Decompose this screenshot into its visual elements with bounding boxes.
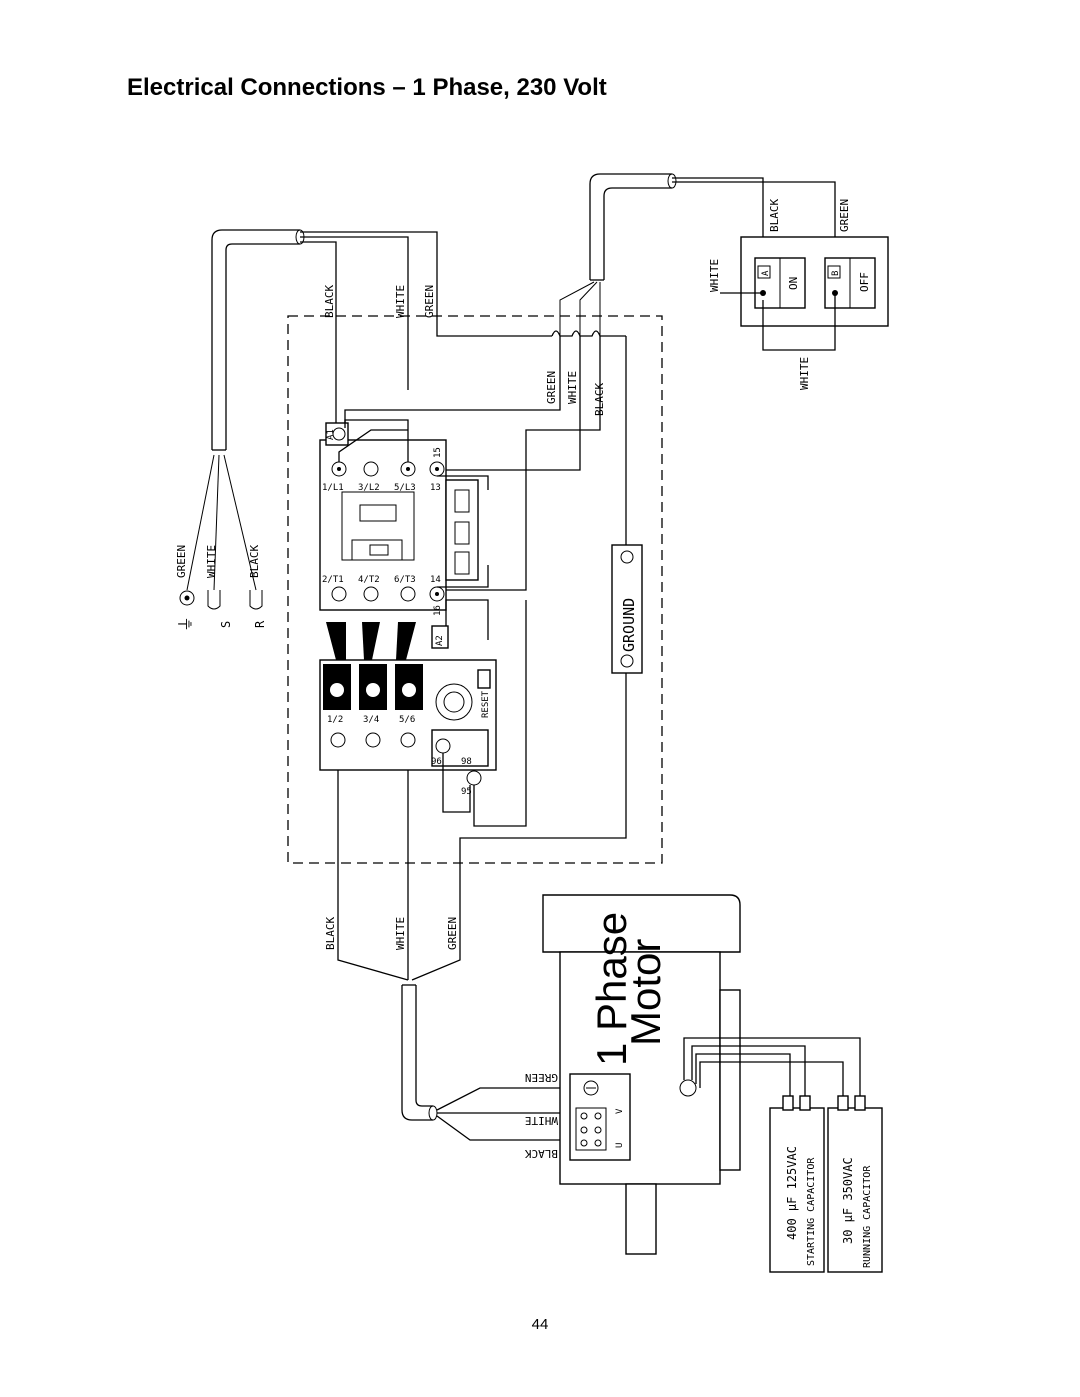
motor-title-line1: 1 Phase <box>588 912 635 1066</box>
page-title: Electrical Connections – 1 Phase, 230 Vo… <box>127 74 607 101</box>
switch-b-mark: B <box>831 271 841 276</box>
overload-reset-label: RESET <box>481 690 491 718</box>
motor-terminal-v: V <box>615 1108 625 1114</box>
contactor-16-label: 16 <box>433 605 443 616</box>
terminal-s-label: S <box>219 621 233 628</box>
switch-a-mark: A <box>761 270 771 276</box>
starting-capacitor: 400 µF 125VAC STARTING CAPACITOR <box>769 1095 825 1273</box>
contactor-a1-label: A1 <box>326 429 336 440</box>
overload-98-label: 98 <box>461 757 472 767</box>
supply-black-wire-label: BLACK <box>323 285 336 318</box>
supply-wires: BLACK WHITE GREEN <box>300 231 552 470</box>
motor-terminal-u: U <box>615 1143 625 1148</box>
ctrl-black-label: BLACK <box>593 383 606 416</box>
starting-capacitor-rating: 400 µF 125VAC <box>785 1146 799 1240</box>
supply-black-label: BLACK <box>248 545 261 578</box>
running-capacitor-rating: 30 µF 350VAC <box>841 1157 855 1244</box>
supply-cord <box>186 229 305 591</box>
ground-bar: GROUND <box>459 544 643 930</box>
ctrl-white-label: WHITE <box>566 371 579 404</box>
motor-leads: BLACK WHITE GREEN GREEN WHITE BLACK <box>324 790 590 1160</box>
ground-bar-label: GROUND <box>620 598 638 652</box>
switch-white-top-label: WHITE <box>708 259 721 292</box>
control-box-outline <box>287 315 663 864</box>
on-off-switch: A B ON OFF WHITE <box>720 236 889 390</box>
motor-green-label: GREEN <box>446 917 459 950</box>
ground-symbol-label: ⏚ <box>176 616 195 632</box>
contactor-14-label: 14 <box>430 575 441 585</box>
motor-black-label: BLACK <box>324 917 337 950</box>
switch-black-label: BLACK <box>768 199 781 232</box>
motor: 1 Phase Motor V U <box>542 894 861 1255</box>
contactor-overload-links <box>326 622 416 660</box>
contactor-l2-label: 3/L2 <box>358 483 380 493</box>
supply-white-wire-label: WHITE <box>394 285 407 318</box>
switch-white-bottom-label: WHITE <box>798 357 811 390</box>
motor-white-rev-label: WHITE <box>525 1114 558 1127</box>
motor-title-line2: Motor <box>622 939 669 1046</box>
supply-terminals: ⏚ S R GREEN WHITE BLACK <box>175 545 267 632</box>
switch-off-label: OFF <box>858 272 871 292</box>
switch-green-label: GREEN <box>838 199 851 232</box>
contactor-t2-label: 4/T2 <box>358 575 380 585</box>
control-wires: GREEN WHITE BLACK <box>344 330 627 591</box>
page-number: 44 <box>531 1316 549 1333</box>
contactor-a2-label: A2 <box>435 635 445 646</box>
contactor-t1-label: 2/T1 <box>322 575 344 585</box>
running-capacitor-label: RUNNING CAPACITOR <box>862 1165 873 1268</box>
overload-12-label: 1/2 <box>327 715 343 725</box>
supply-green-wire-label: GREEN <box>423 285 436 318</box>
starting-capacitor-label: STARTING CAPACITOR <box>806 1157 817 1266</box>
motor-white-label: WHITE <box>394 917 407 950</box>
supply-white-label: WHITE <box>205 545 218 578</box>
switch-on-label: ON <box>787 277 800 290</box>
contactor-13-label: 13 <box>430 483 441 493</box>
overload-96-label: 96 <box>431 757 442 767</box>
overload-34-label: 3/4 <box>363 715 379 725</box>
contactor-l3-label: 5/L3 <box>394 483 416 493</box>
overload-95-label: 95 <box>461 787 472 797</box>
ctrl-green-label: GREEN <box>545 371 558 404</box>
overload-relay: 1/2 3/4 5/6 RESET 96 98 95 <box>319 600 527 827</box>
contactor-t3-label: 6/T3 <box>394 575 416 585</box>
overload-56-label: 5/6 <box>399 715 415 725</box>
running-capacitor: 30 µF 350VAC RUNNING CAPACITOR <box>827 1095 883 1273</box>
contactor-15-label: 15 <box>433 447 443 458</box>
motor-green-rev-label: GREEN <box>525 1071 558 1084</box>
contactor: A1 15 1/L1 3/L2 5/L3 13 2/T1 4/T2 6/T3 1… <box>319 419 489 649</box>
terminal-r-label: R <box>253 620 267 628</box>
contactor-l1-label: 1/L1 <box>322 483 344 493</box>
motor-black-rev-label: BLACK <box>525 1147 558 1160</box>
supply-green-label: GREEN <box>175 545 188 578</box>
